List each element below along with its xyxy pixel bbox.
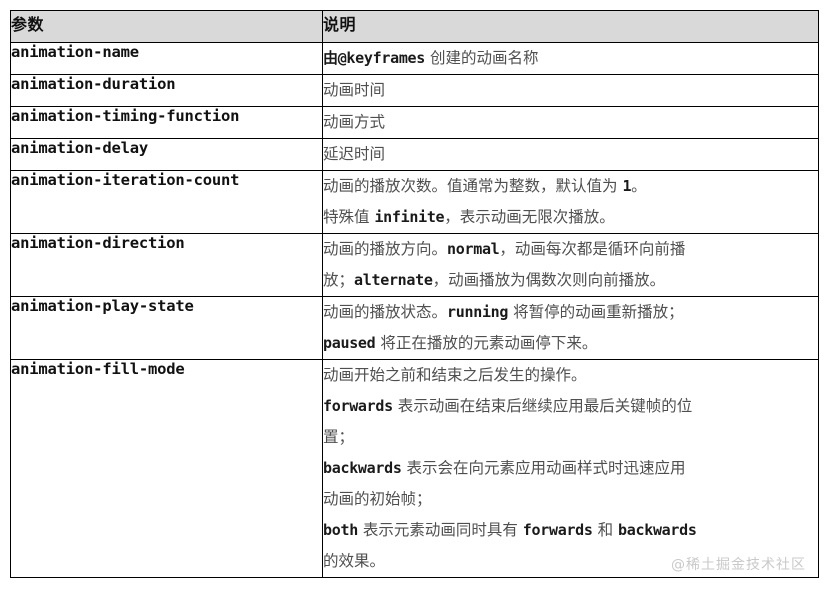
table-cell-description: 动画方式: [322, 106, 819, 139]
description-line: 动画的播放次数。值通常为整数，默认值为 1。: [323, 171, 818, 202]
parameter-name: animation-duration: [11, 75, 176, 93]
table-row: animation-iteration-count 动画的播放次数。值通常为整数，…: [10, 170, 819, 234]
table-cell-description: 动画的播放方向。normal，动画每次都是循环向前播放；alternate，动画…: [322, 233, 819, 297]
parameter-name: animation-direction: [11, 234, 185, 252]
description-text: 动画的播放状态。: [323, 303, 448, 321]
description-text: 表示动画在结束后继续应用最后关键帧的位: [392, 397, 693, 415]
description-text: 将暂停的动画重新播放；: [508, 303, 684, 321]
table-cell-parameter: animation-name: [10, 42, 323, 75]
description-text: 动画方式: [323, 113, 386, 131]
parameter-name: animation-iteration-count: [11, 171, 240, 189]
description-line: 置；: [323, 422, 818, 453]
description-line: 动画方式: [323, 107, 818, 138]
code-token: 1: [622, 177, 632, 195]
description-line: both 表示元素动画同时具有 forwards 和 backwards: [323, 515, 818, 546]
description-text: 动画的播放次数。值通常为整数，默认值为: [323, 177, 623, 195]
description-text: 将正在播放的元素动画停下来。: [375, 334, 598, 352]
description-text: 特殊值: [323, 208, 375, 226]
description-text: 延迟时间: [323, 145, 386, 163]
code-token: backwards: [323, 459, 402, 477]
parameter-name: animation-play-state: [11, 297, 194, 315]
description-text: 表示会在向元素应用动画样式时迅速应用: [401, 459, 686, 477]
table-cell-description: 延迟时间: [322, 138, 819, 171]
table-cell-parameter: animation-delay: [10, 138, 323, 171]
description-line: backwards 表示会在向元素应用动画样式时迅速应用: [323, 453, 818, 484]
column-header-parameter-label: 参数: [11, 15, 45, 34]
code-token: infinite: [374, 208, 445, 226]
table-cell-description: 动画开始之前和结束之后发生的操作。 forwards 表示动画在结束后继续应用最后…: [322, 359, 819, 578]
table-cell-parameter: animation-direction: [10, 233, 323, 297]
parameter-name: animation-name: [11, 43, 139, 61]
table-cell-parameter: animation-duration: [10, 74, 323, 107]
table-row: animation-fill-mode 动画开始之前和结束之后发生的操作。 forw…: [10, 359, 819, 578]
description-text: 和: [592, 521, 619, 539]
table-row: animation-play-state 动画的播放状态。running 将暂停的…: [10, 296, 819, 360]
description-text: ，动画每次都是循环向前播: [499, 240, 686, 258]
table-header: 参数 说明: [10, 10, 819, 43]
description-line: 动画开始之前和结束之后发生的操作。: [323, 360, 818, 391]
description-text: 动画的播放方向。: [323, 240, 448, 258]
code-token: normal: [447, 240, 500, 258]
code-token: backwards: [618, 521, 697, 539]
parameter-name: animation-delay: [11, 139, 148, 157]
table-header-row: 参数 说明: [10, 10, 819, 43]
description-line: 动画的播放状态。running 将暂停的动画重新播放；: [323, 297, 818, 328]
code-token: 由@keyframes: [323, 49, 426, 67]
table-cell-description: 动画的播放状态。running 将暂停的动画重新播放；paused 将正在播放的…: [322, 296, 819, 360]
description-line: 动画时间: [323, 75, 818, 106]
description-text: ，动画播放为偶数次则向前播放。: [432, 271, 666, 289]
parameter-name: animation-fill-mode: [11, 360, 185, 378]
description-line: forwards 表示动画在结束后继续应用最后关键帧的位: [323, 391, 818, 422]
table-cell-parameter: animation-iteration-count: [10, 170, 323, 234]
code-token: alternate: [354, 271, 433, 289]
description-line: 动画的初始帧；: [323, 484, 818, 515]
description-line: 特殊值 infinite，表示动画无限次播放。: [323, 202, 818, 233]
description-line: 延迟时间: [323, 139, 818, 170]
description-text: ，表示动画无限次播放。: [444, 208, 615, 226]
description-line: paused 将正在播放的元素动画停下来。: [323, 328, 818, 359]
column-header-description: 说明: [322, 10, 819, 43]
code-token: both: [323, 521, 358, 539]
description-text: 动画的初始帧；: [323, 490, 432, 508]
description-line: 动画的播放方向。normal，动画每次都是循环向前播: [323, 234, 818, 265]
table-row: animation-name 由@keyframes 创建的动画名称: [10, 42, 819, 75]
description-text: 创建的动画名称: [425, 49, 539, 67]
table-cell-parameter: animation-fill-mode: [10, 359, 323, 578]
table-row: animation-timing-function 动画方式: [10, 106, 819, 139]
description-text: 的效果。: [323, 552, 386, 570]
description-line: 放；alternate，动画播放为偶数次则向前播放。: [323, 265, 818, 296]
description-text: 。: [631, 177, 647, 195]
code-token: forwards: [522, 521, 593, 539]
description-text: 动画开始之前和结束之后发生的操作。: [323, 366, 587, 384]
description-text: 放；: [323, 271, 355, 289]
column-header-parameter: 参数: [10, 10, 323, 43]
description-text: 动画时间: [323, 81, 386, 99]
table-cell-description: 动画的播放次数。值通常为整数，默认值为 1。特殊值 infinite，表示动画无…: [322, 170, 819, 234]
description-line: 由@keyframes 创建的动画名称: [323, 43, 818, 74]
description-line: 的效果。: [323, 546, 818, 577]
table-cell-description: 动画时间: [322, 74, 819, 107]
code-token: paused: [323, 334, 376, 352]
table-row: animation-direction 动画的播放方向。normal，动画每次都是…: [10, 233, 819, 297]
table-cell-description: 由@keyframes 创建的动画名称: [322, 42, 819, 75]
code-token: running: [447, 303, 509, 321]
code-token: forwards: [323, 397, 393, 415]
description-text: 表示元素动画同时具有: [357, 521, 523, 539]
table-row: animation-delay 延迟时间: [10, 138, 819, 171]
column-header-description-label: 说明: [323, 15, 357, 34]
table-cell-parameter: animation-play-state: [10, 296, 323, 360]
parameter-name: animation-timing-function: [11, 107, 240, 125]
table-row: animation-duration 动画时间: [10, 74, 819, 107]
description-text: 置；: [323, 428, 355, 446]
table-cell-parameter: animation-timing-function: [10, 106, 323, 139]
